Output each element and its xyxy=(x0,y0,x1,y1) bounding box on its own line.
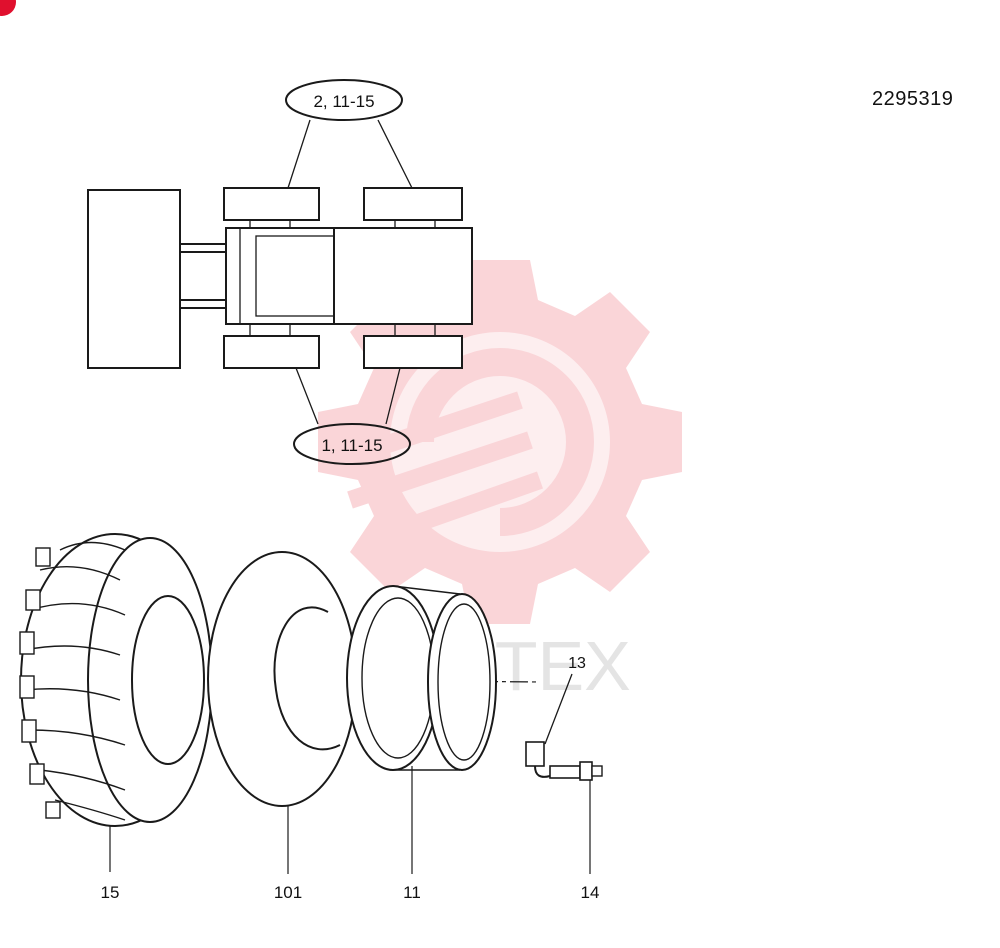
callout-rear-axle-label: 2, 11-15 xyxy=(313,92,374,111)
lift-arm-upper xyxy=(179,243,227,253)
valve-stem-icon[interactable] xyxy=(549,761,603,781)
part-label-11: 11 xyxy=(403,883,421,902)
front-frame xyxy=(225,227,335,325)
callout-front-axle-label: 1, 11-15 xyxy=(321,436,382,455)
rear-right-wheel[interactable] xyxy=(363,335,463,369)
rear-frame xyxy=(333,227,473,325)
part-label-13: 13 xyxy=(568,655,586,672)
part-label-14: 14 xyxy=(581,883,600,902)
callout-rear-axle[interactable]: 2, 11-15 xyxy=(285,79,413,189)
leader-lines xyxy=(109,766,591,874)
front-left-wheel[interactable] xyxy=(223,187,320,221)
lift-arm-lower xyxy=(179,299,227,309)
rim-icon[interactable] xyxy=(346,585,497,771)
machine-top-view xyxy=(87,187,473,369)
drawing-number: 2295319 xyxy=(872,88,954,110)
tire-icon[interactable] xyxy=(19,533,213,827)
part-label-101: 101 xyxy=(274,883,302,902)
front-right-wheel[interactable] xyxy=(223,335,320,369)
valve-cap-icon[interactable] xyxy=(525,673,573,778)
tube-icon[interactable] xyxy=(207,551,357,807)
part-label-15: 15 xyxy=(101,883,120,902)
bucket-outline xyxy=(87,189,181,369)
callout-front-axle[interactable]: 1, 11-15 xyxy=(293,367,411,465)
rear-left-wheel[interactable] xyxy=(363,187,463,221)
